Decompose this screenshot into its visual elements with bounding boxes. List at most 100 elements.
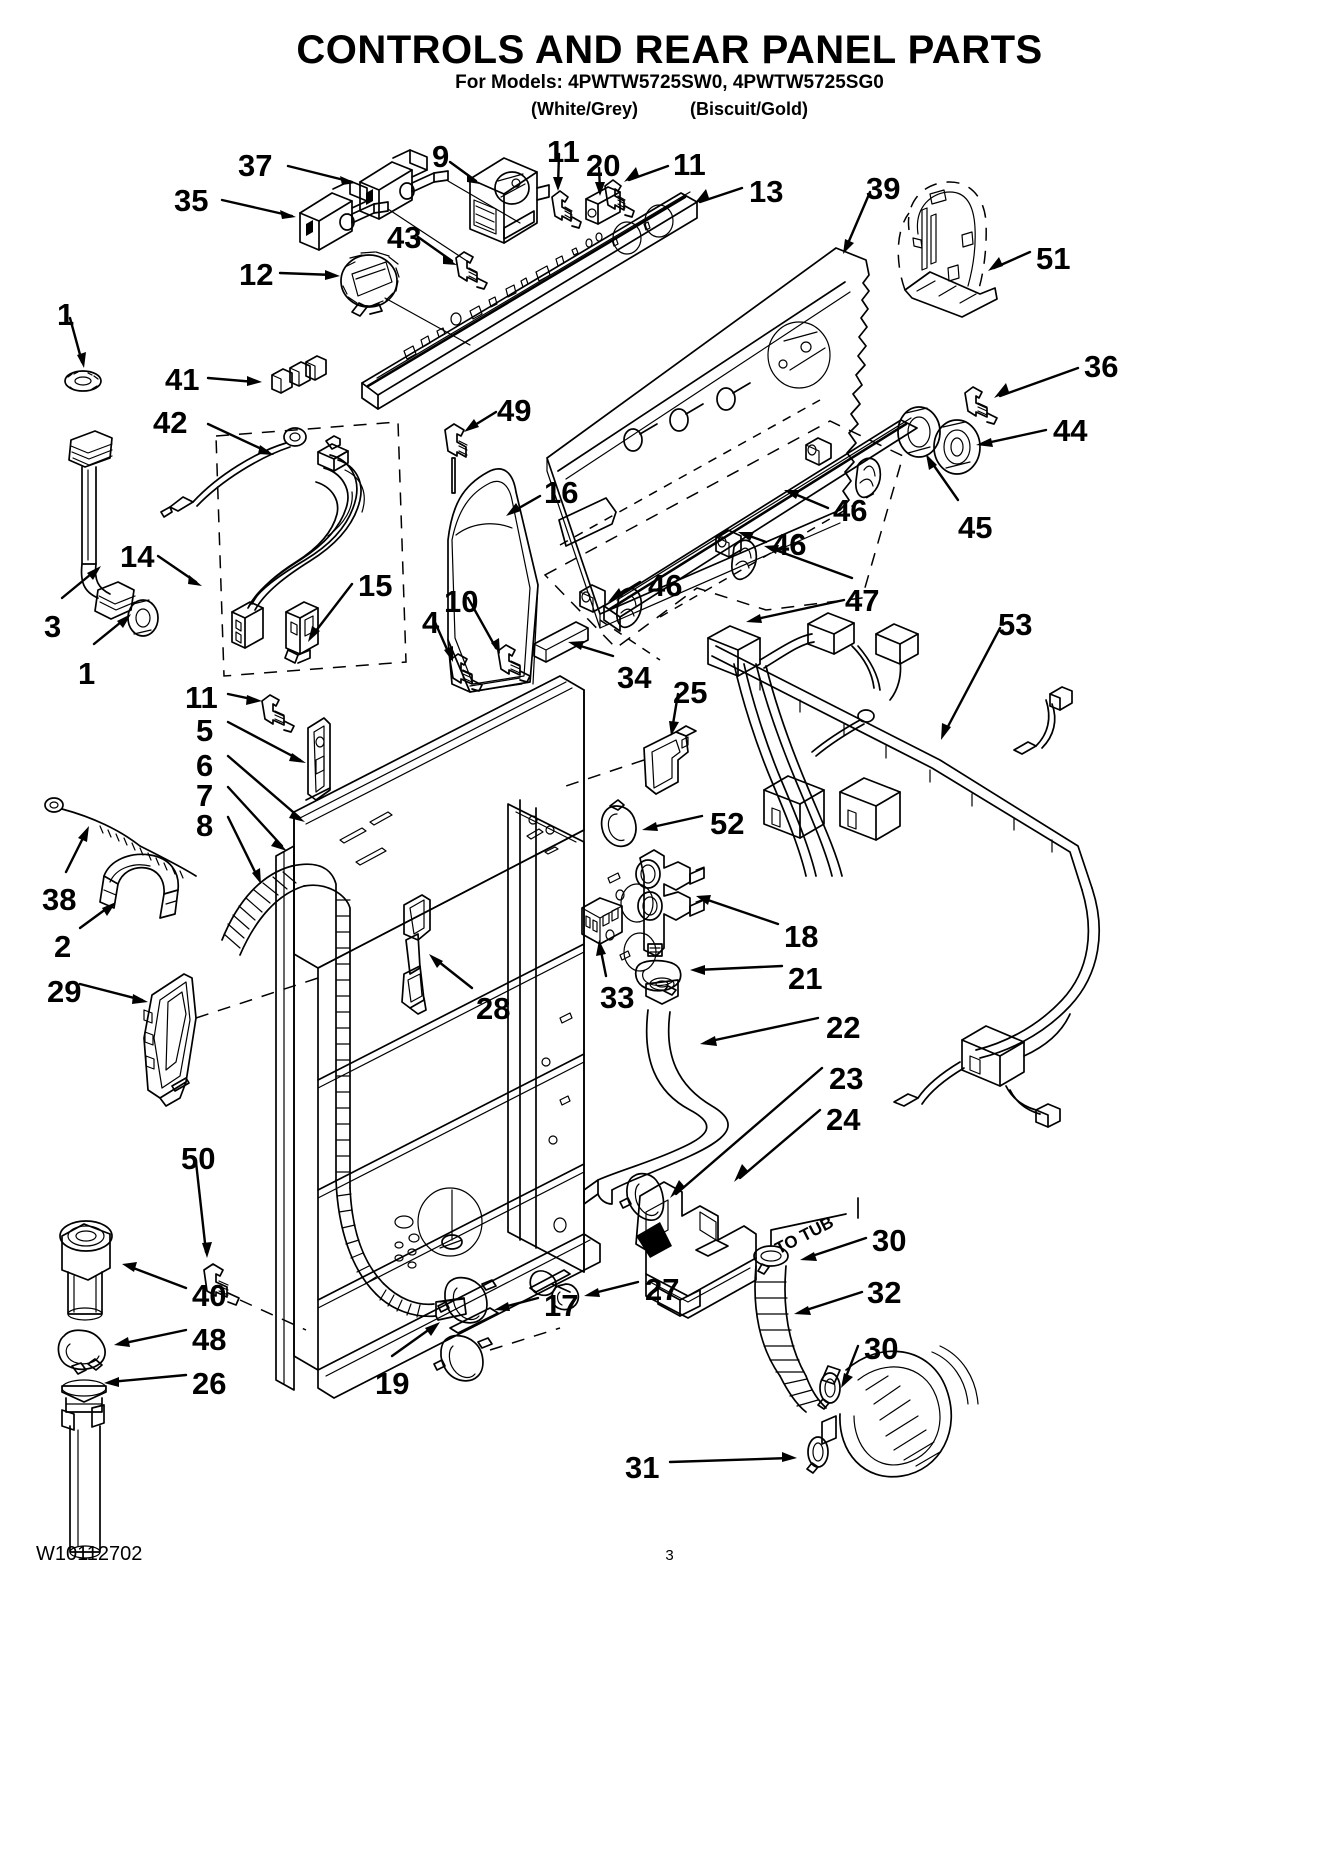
part-51-brace [897,181,998,318]
leader-lines [60,152,1080,1464]
callout-51: 51 [1036,241,1071,276]
callout-50: 50 [181,1141,216,1176]
callout-45: 45 [958,510,993,545]
part-16-end-cap [447,468,539,693]
rear-top-panel-39 [546,247,870,629]
callout-3: 3 [44,609,62,644]
part-1-washer-b [127,599,159,637]
callout-33: 33 [600,980,635,1015]
part-11-screw-c [261,694,295,733]
callout-43: 43 [387,220,422,255]
callout-11-c: 11 [185,680,218,715]
callout-8: 8 [196,808,214,843]
callout-46-a: 46 [833,493,868,528]
callout-18: 18 [784,919,819,954]
part-52-ring [600,799,637,848]
callout-20: 20 [586,148,621,183]
callout-13: 13 [749,174,784,209]
callout-11-a: 11 [547,134,580,169]
callout-40: 40 [192,1278,227,1313]
callout-38: 38 [42,882,77,917]
callout-28: 28 [476,991,511,1026]
tub-outlet-graphic [821,1345,979,1478]
part-47-clip-b [731,539,758,581]
callout-23: 23 [829,1061,864,1096]
callout-6: 6 [196,748,214,783]
part-48-clamp [57,1329,106,1375]
part-18-water-valve [635,849,705,957]
callout-15: 15 [358,568,393,603]
part-12-timer [340,251,471,346]
part-21-clamp [634,959,682,996]
callout-12: 12 [239,257,274,292]
callout-1-b: 1 [78,656,96,691]
part-46-bushing-a [805,437,832,466]
part-33-connector [581,897,623,945]
callout-35: 35 [174,183,209,218]
callout-26: 26 [192,1366,227,1401]
callout-52: 52 [710,806,745,841]
callout-9: 9 [432,139,450,174]
part-53-wire-harness [707,612,1101,1128]
callout-49: 49 [497,393,532,428]
variant-white-grey: (White/Grey) [530,99,638,119]
callout-37: 37 [238,148,273,183]
callout-4: 4 [422,605,440,640]
part-29-bracket [143,973,319,1107]
part-9-switch-block [469,157,550,244]
callout-7: 7 [196,778,214,813]
part-45-grommet [897,406,941,458]
part-41-connectors [271,355,327,394]
part-31-clamp [806,1436,829,1474]
part-25-bracket [559,725,697,795]
callout-46-b: 46 [772,527,807,562]
part-11-screw-a [551,190,582,229]
part-2-clamp [99,853,180,919]
part-11-screw-b [604,179,635,218]
part-20-bracket [585,186,621,225]
part-40-adapter [59,1220,113,1321]
callout-46-c: 46 [648,568,683,603]
part-3-inlet-tube [68,430,136,620]
callout-21: 21 [788,961,823,996]
callout-41: 41 [165,362,200,397]
part-28-clip [401,894,431,1015]
part-19-clamp [433,1327,561,1382]
part-17-clamp [437,1276,497,1324]
part-32-drain-hose [754,1265,827,1413]
document-code: W10112702 [36,1543,143,1565]
page-title: CONTROLS AND REAR PANEL PARTS [296,28,1043,72]
part-23-clamp [619,1172,665,1221]
callout-5: 5 [196,713,214,748]
callout-39: 39 [866,171,901,206]
variant-line: (White/Grey)(Biscuit/Gold) [0,99,1339,120]
callout-44: 44 [1053,413,1088,448]
callout-11-b: 11 [673,147,706,182]
callout-53: 53 [998,607,1033,642]
parts-5-8-hinge [305,717,331,801]
part-15-power-cord [215,421,407,677]
callout-29: 29 [47,974,82,1009]
callout-19: 19 [375,1366,410,1401]
rear-panel-cabinet [275,675,657,1399]
part-43-screw [455,251,488,290]
model-subtitle: For Models: 4PWTW5725SW0, 4PWTW5725SG0 [455,72,884,93]
part-46-bushing-c [579,584,606,613]
callout-31: 31 [625,1450,660,1485]
part-44-grommet [933,419,981,475]
callout-47: 47 [845,583,880,618]
part-38-sensor [44,797,197,879]
part-10-screw [497,644,531,683]
callout-27: 27 [645,1272,680,1307]
callout-36: 36 [1084,349,1119,384]
callout-17: 17 [544,1288,579,1323]
to-tub-annotation: TO TUB [771,1212,837,1259]
part-47-clip-a [855,457,882,499]
part-49-screw [444,423,468,494]
callout-42: 42 [153,405,188,440]
part-8-drain-hose [221,863,467,1321]
part-34-trim-strip [533,621,589,663]
part-1-washer-a [64,370,102,392]
